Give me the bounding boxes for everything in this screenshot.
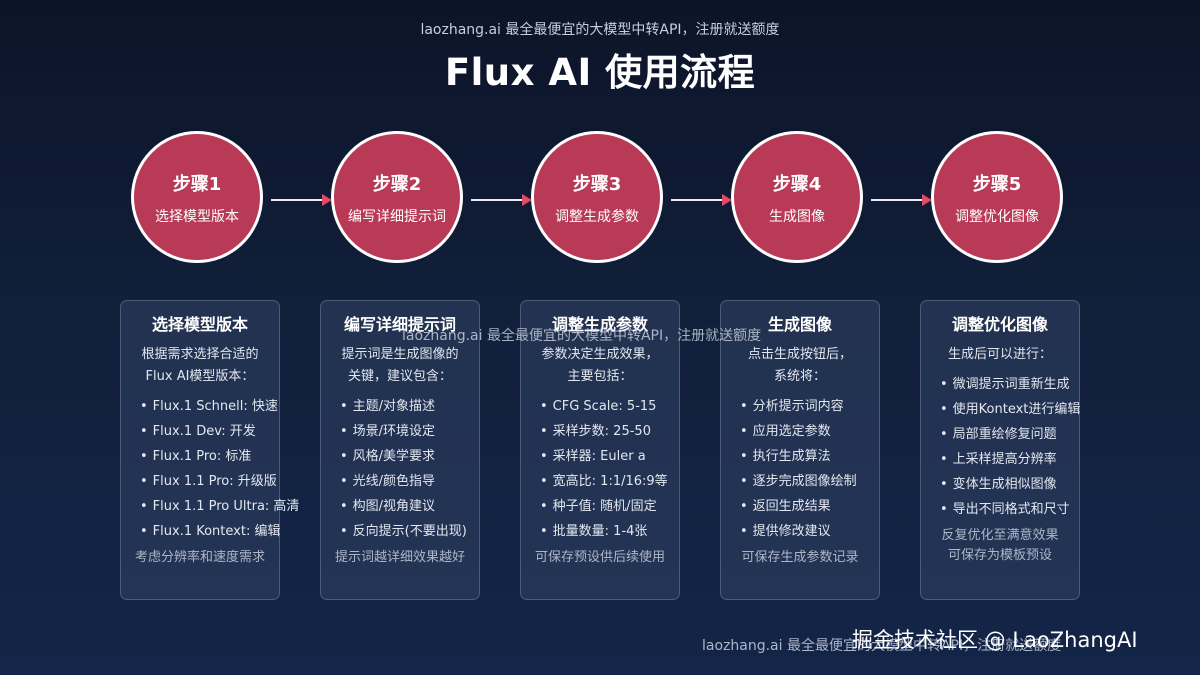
list-item: 分析提示词内容: [740, 394, 879, 419]
list-item: 逐步完成图像绘制: [740, 469, 879, 494]
step-circle-1: 步骤1 选择模型版本: [131, 131, 263, 263]
list-item: Flux 1.1 Pro: 升级版: [140, 469, 279, 494]
header-subtitle: laozhang.ai 最全最便宜的大模型中转API，注册就送额度: [420, 22, 780, 38]
card-title: 选择模型版本: [151, 315, 248, 334]
list-item: 返回生成结果: [740, 494, 879, 519]
card-list: CFG Scale: 5-15 采样步数: 25-50 采样器: Euler a…: [521, 394, 679, 544]
step-name: 编写详细提示词: [348, 209, 446, 225]
list-item: Flux.1 Kontext: 编辑: [140, 519, 281, 544]
card-intro: 参数决定生成效果， 主要包括：: [521, 344, 679, 388]
list-item: Flux 1.1 Pro Ultra: 高清: [140, 494, 300, 519]
card-intro-line: Flux AI模型版本：: [145, 369, 255, 384]
card-title: 调整生成参数: [551, 315, 648, 334]
arrow-right-icon: [522, 194, 532, 206]
list-item: 构图/视角建议: [340, 494, 479, 519]
list-item: 应用选定参数: [740, 419, 879, 444]
list-item: Flux.1 Pro: 标准: [140, 444, 279, 469]
list-item: 上采样提高分辨率: [940, 447, 1079, 472]
step-circle-3: 步骤3 调整生成参数: [531, 131, 663, 263]
arrow-right-icon: [922, 194, 932, 206]
step-card-4: 生成图像 点击生成按钮后， 系统将： 分析提示词内容 应用选定参数 执行生成算法…: [720, 300, 880, 600]
list-item: 执行生成算法: [740, 444, 879, 469]
list-item: 批量数量: 1-4张: [540, 519, 679, 544]
step-number: 步骤3: [572, 174, 622, 195]
step-name: 调整生成参数: [555, 209, 639, 225]
step-circle-4: 步骤4 生成图像: [731, 131, 863, 263]
card-title: 编写详细提示词: [343, 315, 456, 334]
card-intro: 提示词是生成图像的 关键，建议包含：: [321, 344, 479, 388]
list-item: 主题/对象描述: [340, 394, 479, 419]
step-number: 步骤2: [372, 174, 422, 195]
step-circle-2: 步骤2 编写详细提示词: [331, 131, 463, 263]
card-intro-line: 参数决定生成效果，: [541, 347, 659, 362]
corner-watermark: 掘金技术社区 @ LaoZhangAI: [852, 628, 1138, 652]
list-item: 光线/颜色指导: [340, 469, 479, 494]
step-circle-5: 步骤5 调整优化图像: [931, 131, 1063, 263]
list-item: 微调提示词重新生成: [940, 372, 1079, 397]
step-name: 调整优化图像: [955, 209, 1039, 225]
step-name: 选择模型版本: [155, 209, 239, 225]
step-card-2: 编写详细提示词 提示词是生成图像的 关键，建议包含： 主题/对象描述 场景/环境…: [320, 300, 480, 600]
step-number: 步骤5: [972, 174, 1022, 195]
list-item: Flux.1 Dev: 开发: [140, 419, 279, 444]
card-intro-line: 点击生成按钮后，: [747, 347, 852, 362]
card-intro-line: 提示词是生成图像的: [341, 347, 459, 362]
list-item: Flux.1 Schnell: 快速: [140, 394, 279, 419]
card-list: 分析提示词内容 应用选定参数 执行生成算法 逐步完成图像绘制 返回生成结果 提供…: [721, 394, 879, 544]
card-note: 反复优化至满意效果 可保存为模板预设: [921, 526, 1079, 566]
card-list: 微调提示词重新生成 使用Kontext进行编辑 局部重绘修复问题 上采样提高分辨…: [921, 372, 1081, 522]
watermark-bottom: laozhang.ai 最全最便宜的大模型中转API，注册就送额度: [702, 638, 1062, 654]
card-title: 调整优化图像: [951, 315, 1048, 334]
step-number: 步骤1: [172, 174, 222, 195]
list-item: 反向提示(不要出现): [340, 519, 479, 544]
card-intro-line: 主要包括：: [567, 369, 633, 384]
card-intro-line: 系统将：: [773, 369, 826, 384]
step-name: 生成图像: [769, 209, 825, 225]
card-intro: 生成后可以进行：: [921, 344, 1079, 366]
watermark-middle: laozhang.ai 最全最便宜的大模型中转API，注册就送额度: [402, 328, 762, 344]
connector-line-1-2: [271, 199, 329, 201]
card-title: 生成图像: [767, 315, 832, 334]
connector-line-3-4: [671, 199, 729, 201]
list-item: 风格/美学要求: [340, 444, 479, 469]
list-item: 局部重绘修复问题: [940, 422, 1079, 447]
card-intro: 根据需求选择合适的 Flux AI模型版本：: [121, 344, 279, 388]
card-note: 可保存预设供后续使用: [534, 550, 665, 565]
card-intro-line: 根据需求选择合适的: [141, 347, 259, 362]
list-item: 使用Kontext进行编辑: [940, 397, 1081, 422]
card-note-line: 可保存为模板预设: [947, 548, 1052, 563]
card-note: 可保存生成参数记录: [741, 550, 859, 565]
arrow-right-icon: [322, 194, 332, 206]
arrow-right-icon: [722, 194, 732, 206]
list-item: 采样步数: 25-50: [540, 419, 679, 444]
list-item: 宽高比: 1:1/16:9等: [540, 469, 679, 494]
list-item: 导出不同格式和尺寸: [940, 497, 1079, 522]
page-title: Flux AI 使用流程: [444, 51, 756, 94]
card-list: 主题/对象描述 场景/环境设定 风格/美学要求 光线/颜色指导 构图/视角建议 …: [321, 394, 479, 544]
list-item: 场景/环境设定: [340, 419, 479, 444]
card-note: 提示词越详细效果越好: [334, 550, 465, 565]
card-list: Flux.1 Schnell: 快速 Flux.1 Dev: 开发 Flux.1…: [121, 394, 300, 544]
step-card-5: 调整优化图像 生成后可以进行： 微调提示词重新生成 使用Kontext进行编辑 …: [920, 300, 1080, 600]
list-item: 变体生成相似图像: [940, 472, 1079, 497]
card-note: 考虑分辨率和速度需求: [134, 550, 265, 565]
step-card-1: 选择模型版本 根据需求选择合适的 Flux AI模型版本： Flux.1 Sch…: [120, 300, 300, 600]
list-item: 采样器: Euler a: [540, 444, 679, 469]
connector-line-4-5: [871, 199, 929, 201]
step-card-3: 调整生成参数 参数决定生成效果， 主要包括： CFG Scale: 5-15 采…: [520, 300, 680, 600]
list-item: 种子值: 随机/固定: [540, 494, 679, 519]
list-item: CFG Scale: 5-15: [540, 394, 679, 419]
card-intro-line: 生成后可以进行：: [947, 347, 1052, 362]
connector-line-2-3: [471, 199, 529, 201]
card-intro: 点击生成按钮后， 系统将：: [721, 344, 879, 388]
card-note-line: 反复优化至满意效果: [941, 528, 1059, 543]
step-number: 步骤4: [772, 174, 822, 195]
card-intro-line: 关键，建议包含：: [347, 369, 452, 384]
list-item: 提供修改建议: [740, 519, 879, 544]
